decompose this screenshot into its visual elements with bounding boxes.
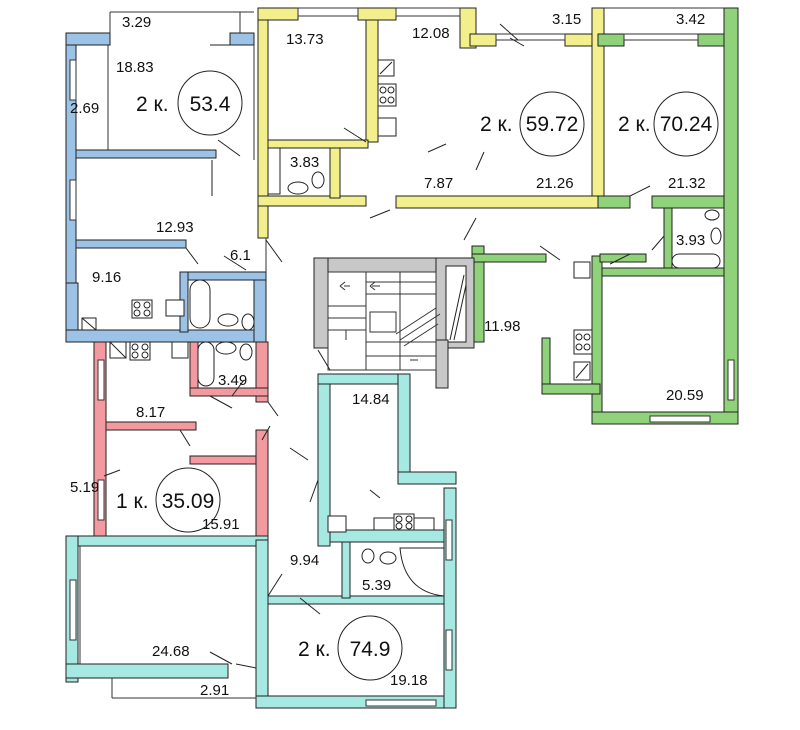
area-24-68: 24.68 [152,643,190,660]
area-5-39: 5.39 [362,577,391,594]
area-7-87: 7.87 [424,175,453,192]
apt-teal-rooms: 2 к. [298,638,331,661]
area-3-83: 3.83 [290,154,319,171]
apartment-blue [65,32,267,343]
area-3-42: 3.42 [676,11,705,28]
area-20-59: 20.59 [666,387,704,404]
area-8-17: 8.17 [136,404,165,421]
area-21-26: 21.26 [536,175,574,192]
area-15-91: 15.91 [202,516,240,533]
apt-teal-total-circle [337,615,403,681]
area-18-83: 18.83 [116,59,154,76]
apt-red-total-circle [155,467,221,533]
area-12-93: 12.93 [156,219,194,236]
apartment-totals: 2 к. 53.4 2 к. 59.72 2 к. 70.24 1 к. 35.… [116,70,719,681]
area-13-73: 13.73 [286,31,324,48]
apt-blue-total-circle [177,70,243,136]
apt-yellow-rooms: 2 к. [480,113,513,136]
apt-red-total: 35.09 [162,490,215,513]
area-12-08: 12.08 [412,25,450,42]
apt-green-total: 70.24 [660,113,713,136]
apt-blue-rooms: 2 к. [136,93,169,116]
area-14-84: 14.84 [352,391,390,408]
area-3-15: 3.15 [552,11,581,28]
fixtures [81,59,722,597]
windows [69,7,735,707]
apt-green-total-circle [653,91,719,157]
apt-red-rooms: 1 к. [116,490,149,513]
area-2-69: 2.69 [70,100,99,117]
area-11-98: 11.98 [484,318,520,335]
apt-yellow-total: 59.72 [526,113,579,136]
room-areas: 3.29 18.83 2.69 12.93 6.1 9.16 13.73 12.… [70,11,706,699]
area-2-91: 2.91 [200,682,229,699]
apt-blue-total: 53.4 [190,93,231,116]
area-19-18: 19.18 [390,672,428,689]
apt-teal-total: 74.9 [350,638,391,661]
apartment-green [471,7,739,425]
area-3-49: 3.49 [218,372,247,389]
area-5-19: 5.19 [70,479,99,496]
door-marks [103,23,665,669]
area-6-1: 6.1 [230,247,251,264]
area-3-29: 3.29 [122,14,151,31]
stair-flights [327,271,441,371]
area-21-32: 21.32 [668,175,706,192]
area-9-94: 9.94 [290,552,319,569]
area-3-93: 3.93 [676,232,705,249]
apt-green-rooms: 2 к. [618,113,651,136]
apt-yellow-total-circle [519,91,585,157]
area-9-16: 9.16 [92,269,121,286]
